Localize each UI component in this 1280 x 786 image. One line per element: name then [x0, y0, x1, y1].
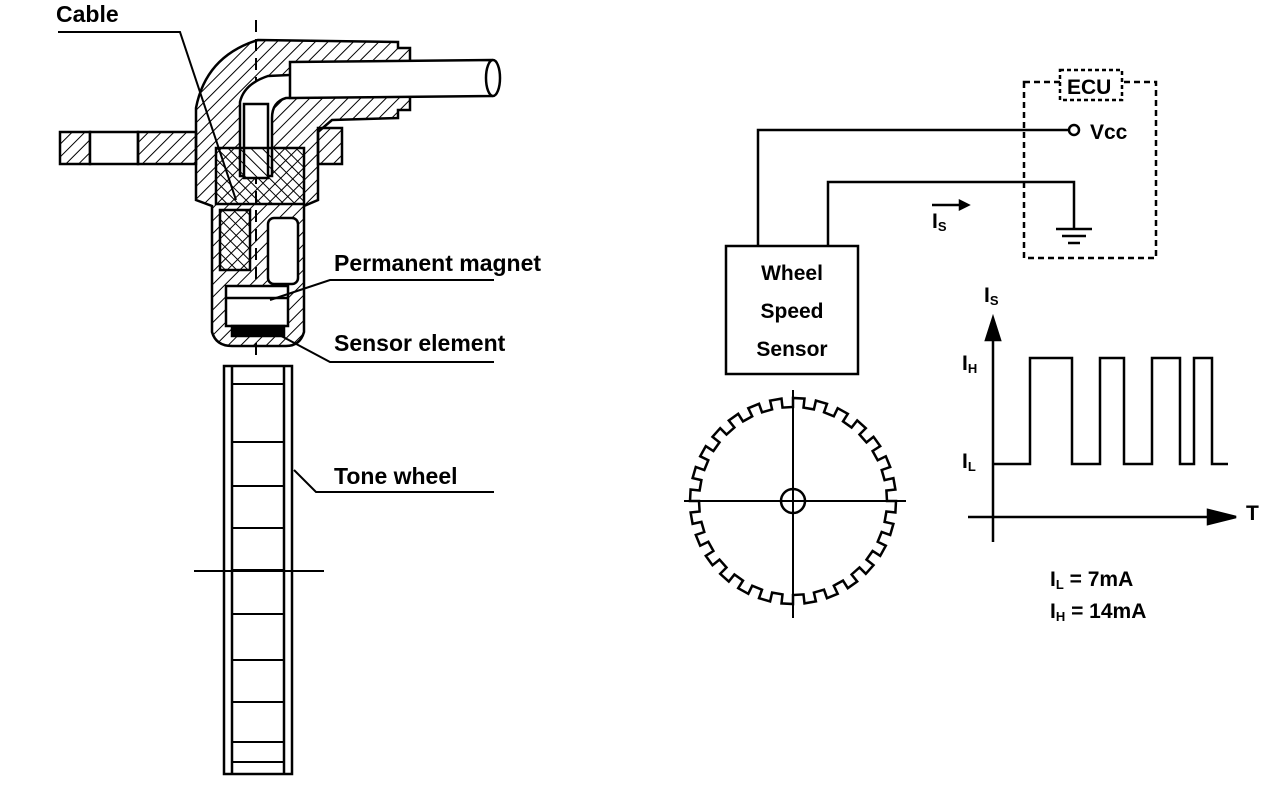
cable-body	[288, 58, 499, 100]
square-wave	[993, 356, 1228, 466]
label-permanent-magnet: Permanent magnet	[334, 250, 541, 276]
tone-wheel-side-view	[194, 364, 324, 776]
sensor-element	[230, 324, 286, 338]
vcc-terminal	[1067, 123, 1081, 137]
circuit	[724, 68, 1158, 376]
current-waveform-graph	[968, 313, 1237, 542]
ecu-label-box	[1058, 68, 1124, 102]
ground-symbol	[1056, 227, 1092, 245]
label-ecu: ECU	[1067, 76, 1111, 99]
sensor-label-line2: Speed	[760, 300, 823, 323]
label-tone-wheel: Tone wheel	[334, 463, 458, 489]
axis-x-label: T	[1246, 502, 1259, 525]
label-sensor-element: Sensor element	[334, 330, 506, 356]
level-high-label: IH	[962, 352, 977, 376]
y-axis-arrow	[984, 313, 1002, 342]
label-vcc: Vcc	[1090, 121, 1128, 144]
leader-lines	[58, 31, 494, 493]
label-cable: Cable	[56, 1, 119, 27]
x-axis-arrow	[1206, 508, 1237, 526]
wheel-speed-sensor-box	[724, 244, 860, 376]
current-arrow	[932, 198, 971, 212]
permanent-magnet	[224, 284, 290, 328]
axis-y-label: IS	[984, 284, 999, 308]
sensor-label-line1: Wheel	[761, 262, 823, 285]
ground-wire	[826, 180, 1076, 246]
sensor-label-line3: Sensor	[756, 338, 827, 361]
note-high-current: IH = 14mA	[1050, 600, 1146, 624]
mounting-flange	[58, 126, 344, 166]
label-current: IS	[932, 210, 947, 234]
gear-hub	[779, 487, 807, 515]
vcc-wire	[756, 128, 1068, 246]
ecu-box	[1022, 80, 1158, 260]
note-low-current: IL = 7mA	[1050, 568, 1133, 592]
tone-wheel-front-view	[684, 390, 906, 618]
level-low-label: IL	[962, 450, 976, 474]
sensor-cross-section	[58, 20, 502, 355]
